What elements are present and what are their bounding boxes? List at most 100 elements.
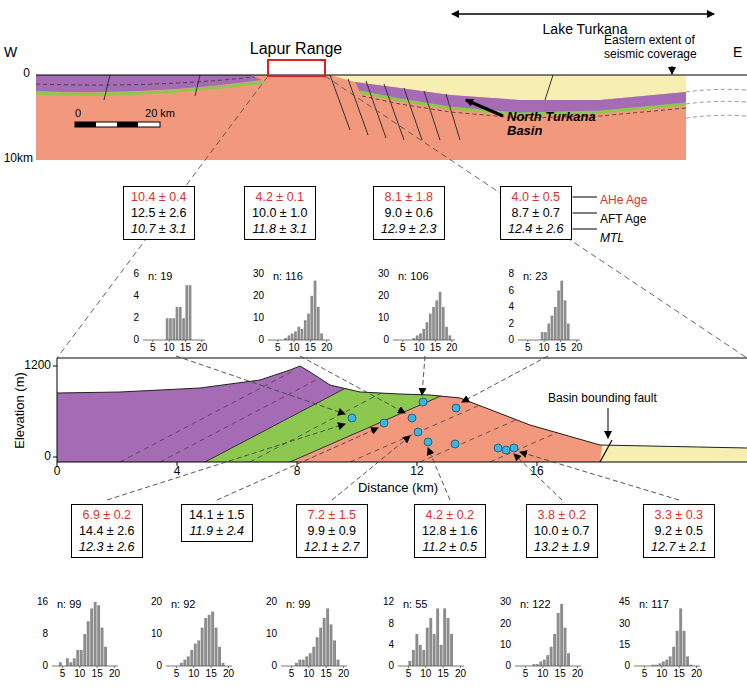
sample-count: n: 99 [56, 598, 82, 611]
histogram-x-tick: 10 [538, 342, 551, 354]
histogram-x-tick: 5 [399, 342, 407, 354]
histogram-y-tick: 20 [377, 290, 390, 302]
axis-tick: 1200 [24, 359, 51, 373]
scale-label: 0 [75, 107, 81, 120]
histogram-x-tick: 5 [59, 668, 67, 680]
histogram-y-tick: 2 [507, 318, 515, 330]
age-box: 4.2 ± 0.212.8 ± 1.611.2 ± 0.5 [414, 504, 486, 558]
histogram-x-tick: 5 [173, 668, 181, 680]
leader-line [573, 229, 597, 230]
histogram-bar [180, 663, 183, 666]
histogram-bar [419, 645, 422, 666]
ahe-age: 3.3 ± 0.3 [651, 507, 707, 523]
histogram-x-tick: 15 [673, 668, 686, 680]
histogram-bar [560, 281, 563, 340]
axis-tick: 12 [410, 465, 423, 479]
histogram-axis [515, 666, 581, 667]
histogram-bar [544, 332, 547, 340]
histogram-axis [52, 666, 118, 667]
histogram-y-tick: 10 [499, 639, 512, 651]
histogram-bar [539, 662, 542, 667]
histogram-bar [169, 318, 172, 340]
sample-count: n: 92 [170, 598, 196, 611]
age-box: 8.1 ± 1.89.0 ± 0.612.9 ± 2.3 [373, 186, 445, 240]
mtl-value: 12.3 ± 2.6 [79, 539, 135, 555]
histogram-x-tick: 15 [91, 668, 104, 680]
histogram-bar [422, 650, 425, 666]
histogram-bar [679, 608, 682, 666]
histogram-bar [669, 656, 672, 666]
mtl-value: 12.7 ± 2.1 [651, 539, 707, 555]
histogram-bar [317, 307, 320, 340]
key-label: MTL [600, 232, 624, 246]
histogram-bar [676, 631, 679, 666]
sample-count: n: 19 [147, 270, 173, 283]
histogram-bar [176, 307, 179, 340]
depth-label: 10km [4, 152, 33, 166]
histogram-axis [398, 666, 464, 667]
histogram-x-tick: 5 [288, 668, 296, 680]
histogram-bar [222, 663, 225, 666]
leader-line [573, 197, 597, 198]
histogram-bar [90, 608, 93, 666]
histogram-y-tick: 30 [377, 268, 390, 280]
sample-count: n: 117 [638, 598, 670, 611]
histogram-bar [208, 615, 211, 666]
histogram-bar [422, 329, 425, 340]
histogram-x-tick: 10 [302, 668, 315, 680]
histogram-bar [201, 628, 204, 666]
histogram-y-tick: 2 [132, 312, 140, 324]
histogram-bar [415, 634, 418, 666]
sample-count: n: 99 [285, 598, 311, 611]
histogram-y-tick: 10 [252, 312, 265, 324]
histogram-bar [447, 618, 450, 666]
compass-label: E [733, 44, 742, 60]
histogram-bar [557, 613, 560, 666]
histogram-bar [291, 333, 294, 340]
sample-count: n: 106 [397, 270, 430, 283]
histogram-bar [547, 324, 550, 341]
histogram-x-tick: 15 [179, 342, 192, 354]
histogram-bar [185, 285, 188, 340]
histogram-x-tick: 10 [655, 668, 668, 680]
key-label: AFT Age [600, 213, 646, 227]
histogram-x-tick: 15 [304, 342, 317, 354]
histogram-x-tick: 20 [108, 668, 121, 680]
histogram-bar [194, 644, 197, 666]
histogram-bar [301, 329, 304, 340]
histogram-x-tick: 10 [419, 668, 432, 680]
mtl-value: 12.4 ± 2.6 [508, 221, 564, 237]
histogram-x-tick: 5 [274, 342, 282, 354]
histogram-bar [76, 650, 79, 666]
histogram-y-tick: 0 [270, 660, 278, 672]
mtl-value: 11.2 ± 0.5 [422, 539, 478, 555]
histogram-x-tick: 15 [554, 668, 567, 680]
histogram-bar [408, 661, 411, 666]
compass-label: W [4, 44, 17, 60]
histogram-bar [567, 324, 570, 341]
histogram-bar [295, 663, 298, 666]
mtl-value: 10.7 ± 3.1 [131, 221, 187, 237]
histogram-y-tick: 8 [507, 268, 515, 280]
histogram-x-tick: 20 [690, 668, 703, 680]
histogram-bar [567, 653, 570, 666]
histogram-axis [518, 340, 580, 341]
histogram-bar [190, 650, 193, 666]
histogram-bar [450, 634, 453, 666]
age-box: 14.1 ± 1.511.9 ± 2.4 [181, 504, 253, 542]
histogram-bar [426, 628, 429, 666]
histogram-bar [546, 655, 549, 666]
histogram-x-tick: 20 [454, 668, 467, 680]
ahe-age: 4.0 ± 0.5 [508, 189, 564, 205]
histogram-bar [172, 318, 175, 340]
axis-title: Distance (km) [356, 481, 440, 496]
histogram-bar [429, 618, 432, 666]
histogram-axis [281, 666, 347, 667]
histogram-bar [304, 320, 307, 340]
mtl-value: 12.1 ± 2.7 [304, 539, 360, 555]
histogram-bar [440, 645, 443, 666]
histogram-axis [393, 340, 455, 341]
histogram-bar [557, 291, 560, 341]
histogram-y-tick: 20 [150, 596, 163, 608]
